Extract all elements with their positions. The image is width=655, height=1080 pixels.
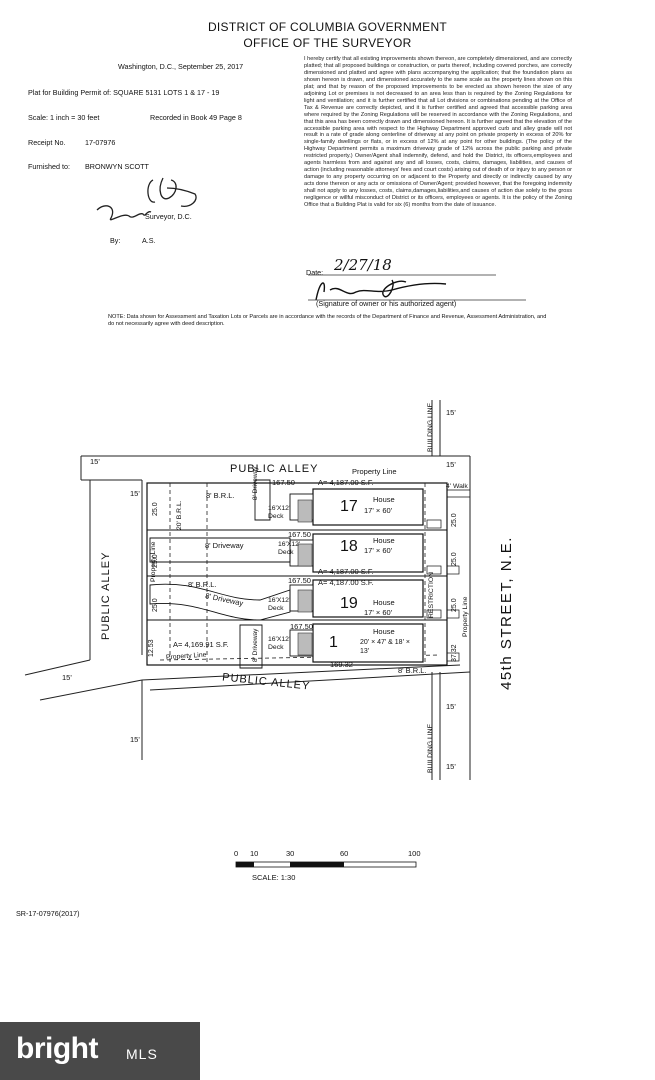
lot18-house: House xyxy=(373,536,395,545)
certification-text: I hereby certify that all existing impro… xyxy=(304,56,572,209)
scale-tick-60: 60 xyxy=(340,849,349,858)
furnished-label: Furnished to: xyxy=(28,162,70,171)
house-lot-17 xyxy=(312,488,424,526)
property-line-top: Property Line xyxy=(352,467,397,476)
dim-15-bottomright2: 15' xyxy=(446,762,456,771)
property-line-left: Property Line xyxy=(150,541,157,582)
office-title-line2: OFFICE OF THE SURVEYOR xyxy=(243,36,412,50)
lot1-width-left: 12.53 xyxy=(148,639,155,657)
lot1-deck: 16'X12' Deck xyxy=(268,636,291,651)
lot19-width: 25.0 xyxy=(152,598,159,612)
lot17-size: 17' × 60' xyxy=(364,506,393,515)
lot19-size: 17' × 60' xyxy=(364,608,393,617)
surveyor-signature xyxy=(96,177,197,221)
brl-top: 8' B.R.L. xyxy=(206,491,235,500)
scale-text: Scale: 1 inch = 30 feet xyxy=(28,113,100,122)
plat-for: Plat for Building Permit of: SQUARE 5131… xyxy=(28,88,220,97)
watermark-brand: bright xyxy=(16,1032,98,1065)
receipt-value: 17-07976 xyxy=(85,138,116,147)
lot1-width-right: 37.32 xyxy=(451,644,458,662)
lot1-area: A= 4,169.91 S.F. xyxy=(173,640,229,649)
scale-label: SCALE: 1:30 xyxy=(252,873,296,882)
lot17-area: A= 4,187.00 S.F. xyxy=(318,478,374,487)
watermark-backdrop xyxy=(0,1022,200,1080)
lot1-size: 20' × 47' & 18' × 13' xyxy=(360,639,410,655)
dim-15-bottom: 15' xyxy=(130,735,140,744)
walk-label: 4' Walk xyxy=(446,483,468,490)
lot-number-19: 19 xyxy=(340,595,358,612)
house-lot-18 xyxy=(312,533,424,573)
driveway-lot17: 8' Driveway xyxy=(252,466,259,500)
recorded-text: Recorded in Book 49 Page 8 xyxy=(150,113,242,122)
scale-tick-10: 10 xyxy=(250,849,259,858)
lot19-depth: 167.50 xyxy=(288,576,311,585)
by-value: A.S. xyxy=(142,236,156,245)
property-line-right: Property Line xyxy=(462,596,469,637)
brl-mid: 8' B.R.L. xyxy=(188,580,217,589)
lot1-bottom-depth: 169.32 xyxy=(330,660,353,669)
owner-signature xyxy=(308,274,526,301)
restriction-label: RESTRICTION xyxy=(428,571,435,618)
scale-bar xyxy=(235,861,417,868)
lot-number-18: 18 xyxy=(340,538,358,555)
lot-number-1: 1 xyxy=(329,634,338,651)
lot1-house: House xyxy=(373,627,395,636)
street-label: 45th STREET, N.E. xyxy=(498,536,515,690)
driveway-lot1: 8' Driveway xyxy=(252,628,259,662)
lot19-area: A= 4,187.00 S.F. xyxy=(318,578,374,587)
building-line-bottom: BUILDING LINE xyxy=(427,723,434,773)
scale-tick-30: 30 xyxy=(286,849,295,858)
note-text: NOTE: Data shown for Assessment and Taxa… xyxy=(108,314,547,327)
dim-15-right: 15' xyxy=(446,460,456,469)
dim-15-bottomright: 15' xyxy=(446,702,456,711)
lot19-deck: 16'X12' Deck xyxy=(268,597,291,612)
lot17-width: 25.0 xyxy=(152,502,159,516)
lot18-deck: 16'X12' Deck xyxy=(278,541,301,556)
lot17-house: House xyxy=(373,495,395,504)
building-line-top: BUILDING LINE xyxy=(427,402,434,452)
driveway-lot18: 8' Driveway xyxy=(205,541,244,550)
lot18-depth: 167.50 xyxy=(288,530,311,539)
dim-15-topright: 15' xyxy=(446,408,456,417)
lot17-depth: 167.50 xyxy=(272,478,295,487)
watermark-suffix: MLS xyxy=(126,1046,158,1062)
scale-tick-100: 100 xyxy=(408,849,421,858)
surveyor-label: Surveyor, D.C. xyxy=(145,212,192,221)
plat-drawing xyxy=(24,400,471,780)
house-lot-19 xyxy=(312,579,424,618)
lot18-area: A= 4,187.00 S.F. xyxy=(318,567,374,576)
alley-bottom-line xyxy=(141,664,461,681)
lot17-deck: 16'X12' Deck xyxy=(268,505,291,520)
sig-date-value: 2/27/18 xyxy=(334,256,392,274)
sig-caption: (Signature of owner or his authorized ag… xyxy=(316,299,457,308)
sig-date-label: Date: xyxy=(306,268,324,277)
receipt-label: Receipt No. xyxy=(28,138,66,147)
brl-bottom: 8' B.R.L. xyxy=(398,666,427,675)
house-lot-1 xyxy=(312,623,424,663)
office-title-line1: DISTRICT OF COLUMBIA GOVERNMENT xyxy=(207,20,448,34)
brl-20-left: 20' B.R.L. xyxy=(176,500,183,530)
lot17-width-right: 25.0 xyxy=(451,513,458,527)
footer-ref: SR-17-07976(2017) xyxy=(16,909,80,918)
dim-15-top: 15' xyxy=(90,457,100,466)
dim-15-bottomleft: 15' xyxy=(62,673,72,682)
furnished-value: BRONWYN SCOTT xyxy=(85,162,149,171)
lot19-width-right: 25.0 xyxy=(451,598,458,612)
lot19-house: House xyxy=(373,598,395,607)
alley-left-label: PUBLIC ALLEY xyxy=(100,551,112,640)
by-label: By: xyxy=(110,236,121,245)
scale-tick-0: 0 xyxy=(234,849,239,858)
date-line: Washington, D.C., September 25, 2017 xyxy=(118,62,244,71)
lot1-depth: 167.50 xyxy=(290,622,313,631)
lot-number-17: 17 xyxy=(340,498,358,515)
alley-top-label: PUBLIC ALLEY xyxy=(230,463,319,475)
lot18-width-right: 25.0 xyxy=(451,552,458,566)
dim-15-left: 15' xyxy=(130,489,140,498)
lot18-size: 17' × 60' xyxy=(364,546,393,555)
